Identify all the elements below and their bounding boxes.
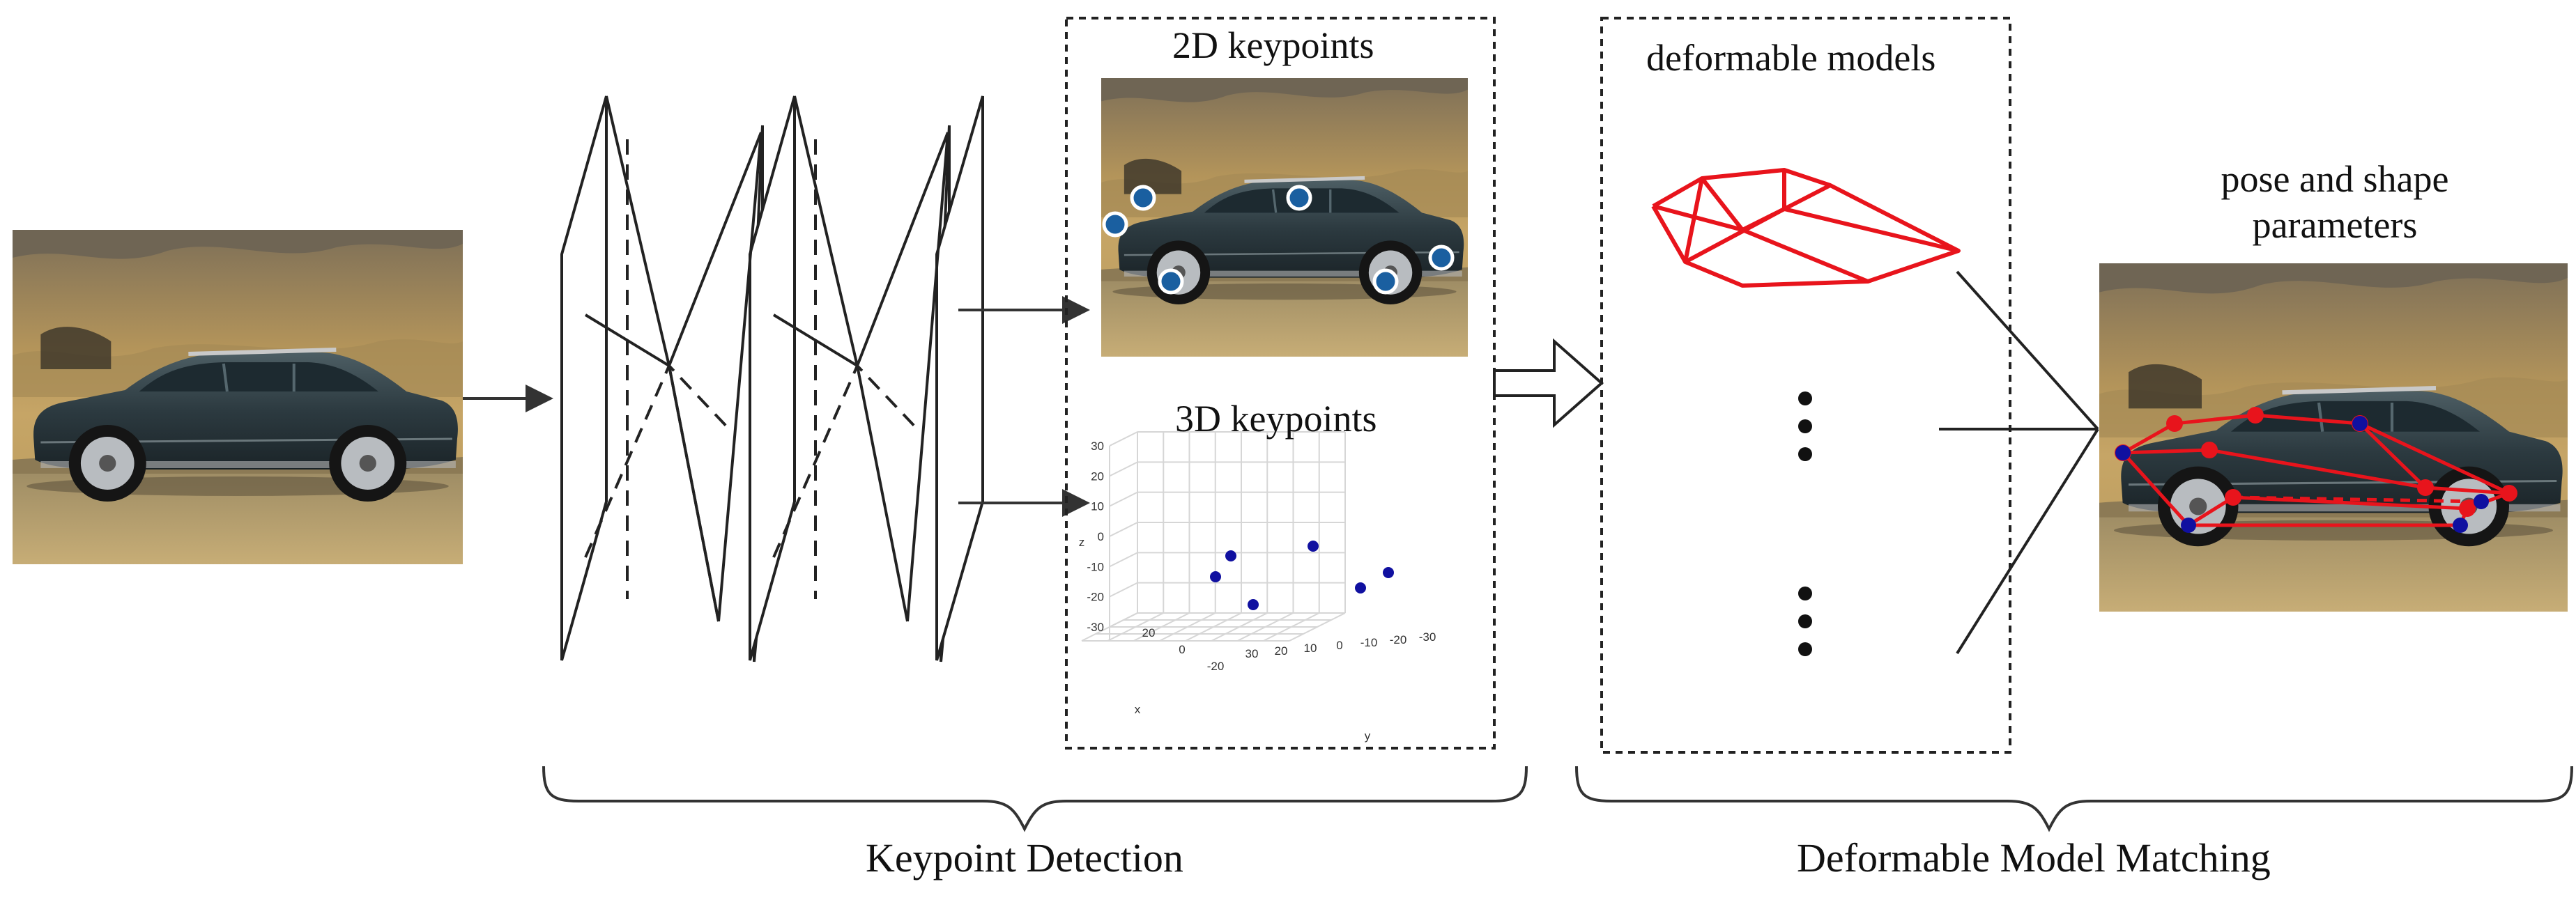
y-tick-label: 10 — [1304, 642, 1317, 655]
keypoint-3d-point — [1355, 582, 1366, 593]
pose-overlay-vertex — [2201, 442, 2218, 458]
pose-overlay-vertex — [2166, 415, 2183, 432]
wireframe-edge — [1700, 177, 1745, 231]
z-tick-label: 10 — [1091, 500, 1104, 513]
y-tick-label: -10 — [1360, 636, 1378, 649]
pose-overlay-edge — [2232, 495, 2482, 504]
network-slab — [560, 95, 608, 661]
wireframe-edge — [1783, 183, 1832, 211]
x-axis-label: x — [1135, 703, 1141, 716]
hourglass-line — [772, 363, 921, 558]
pose-overlay-keypoint — [2474, 494, 2489, 509]
pose-overlay-vertex — [2247, 407, 2264, 424]
hourglass-line — [906, 132, 949, 622]
keypoints-2d-image — [1101, 78, 1468, 357]
pose-overlay-keypoint — [2352, 416, 2368, 431]
pose-overlay-vertex — [2417, 479, 2434, 496]
wireframe-edge — [1683, 178, 1704, 263]
z-tick-label: 30 — [1091, 440, 1104, 453]
label-deformable-models: deformable models — [1646, 37, 1936, 79]
y-tick-label: 30 — [1245, 647, 1259, 660]
z-axis-label: z — [1079, 536, 1085, 549]
model-ellipsis-bottom — [1798, 587, 1812, 656]
y-tick-label: 0 — [1336, 639, 1342, 652]
x-tick-label: -20 — [1207, 660, 1225, 673]
x-tick-label: 20 — [1142, 626, 1156, 639]
label-pose-shape-line2: parameters — [2252, 204, 2418, 246]
hourglass-line — [584, 132, 762, 368]
keypoint-2d-marker — [1372, 268, 1399, 295]
pose-overlay-edge — [2122, 448, 2510, 495]
z-tick-label: -10 — [1087, 560, 1104, 573]
hourglass-line — [668, 365, 720, 622]
keypoint-2d-marker — [1130, 185, 1156, 211]
pose-overlay-edge — [2359, 422, 2427, 489]
wireframe-car-model — [1651, 168, 1961, 288]
keypoint-3d-point — [1225, 550, 1236, 561]
keypoint-3d-point — [1383, 567, 1394, 578]
hourglass-line — [793, 95, 909, 622]
keypoints-3d-plot: 30 20 10 0 -10 -20 -30 20 0 -20 30 20 10 0 -10 -20 -30 z x… — [1079, 431, 1436, 743]
brace-deformable-matching — [1575, 766, 2573, 832]
hourglass-line — [605, 95, 720, 622]
hourglass-line — [772, 132, 949, 368]
keypoint-2d-marker — [1102, 211, 1128, 238]
network-slab — [749, 95, 796, 661]
y-tick-label: 20 — [1275, 644, 1288, 658]
brace-keypoint-detection — [542, 766, 1528, 832]
pose-overlay-keypoint — [2181, 518, 2196, 533]
input-car-image — [13, 230, 463, 564]
label-3d-keypoints: 3D keypoints — [1175, 398, 1377, 440]
wireframe-edge — [1684, 207, 1786, 264]
y-tick-label: -30 — [1419, 630, 1436, 644]
pose-overlay-keypoint — [2453, 518, 2468, 533]
z-tick-label: 0 — [1098, 530, 1104, 543]
pose-overlay-vertex — [2501, 485, 2517, 502]
label-deformable-model-matching: Deformable Model Matching — [1797, 835, 2271, 880]
converging-lines — [1939, 270, 2099, 655]
keypoint-2d-marker — [1158, 268, 1184, 295]
model-ellipsis-top — [1798, 391, 1812, 461]
hourglass-line — [717, 132, 762, 622]
keypoint-3d-point — [1248, 599, 1259, 610]
label-pose-shape-line1: pose and shape — [2221, 158, 2449, 200]
keypoint-3d-point — [1308, 541, 1319, 552]
deformable-models-box — [1600, 17, 2011, 754]
keypoint-2d-marker — [1428, 245, 1455, 271]
pose-overlay-vertex — [2225, 489, 2241, 506]
label-2d-keypoints: 2D keypoints — [1172, 24, 1374, 66]
label-pose-shape: pose and shape parameters — [2154, 157, 2516, 247]
keypoint-2d-marker — [1286, 185, 1312, 211]
wireframe-edge — [1653, 204, 1869, 284]
x-tick-label: 0 — [1179, 643, 1185, 656]
hourglass-network — [560, 95, 984, 662]
pose-overlay-keypoint — [2115, 445, 2131, 460]
z-tick-label: -30 — [1087, 621, 1104, 634]
output-pose-image — [2099, 263, 2568, 612]
pose-overlay-vertex — [2459, 500, 2476, 517]
label-keypoint-detection: Keypoint Detection — [866, 835, 1183, 880]
z-tick-label: -20 — [1087, 591, 1104, 604]
y-tick-label: -20 — [1390, 633, 1407, 646]
y-axis-label: y — [1365, 729, 1371, 743]
hollow-arrow — [1493, 338, 1604, 428]
keypoint-3d-point — [1210, 571, 1221, 582]
z-tick-label: 20 — [1091, 470, 1104, 483]
